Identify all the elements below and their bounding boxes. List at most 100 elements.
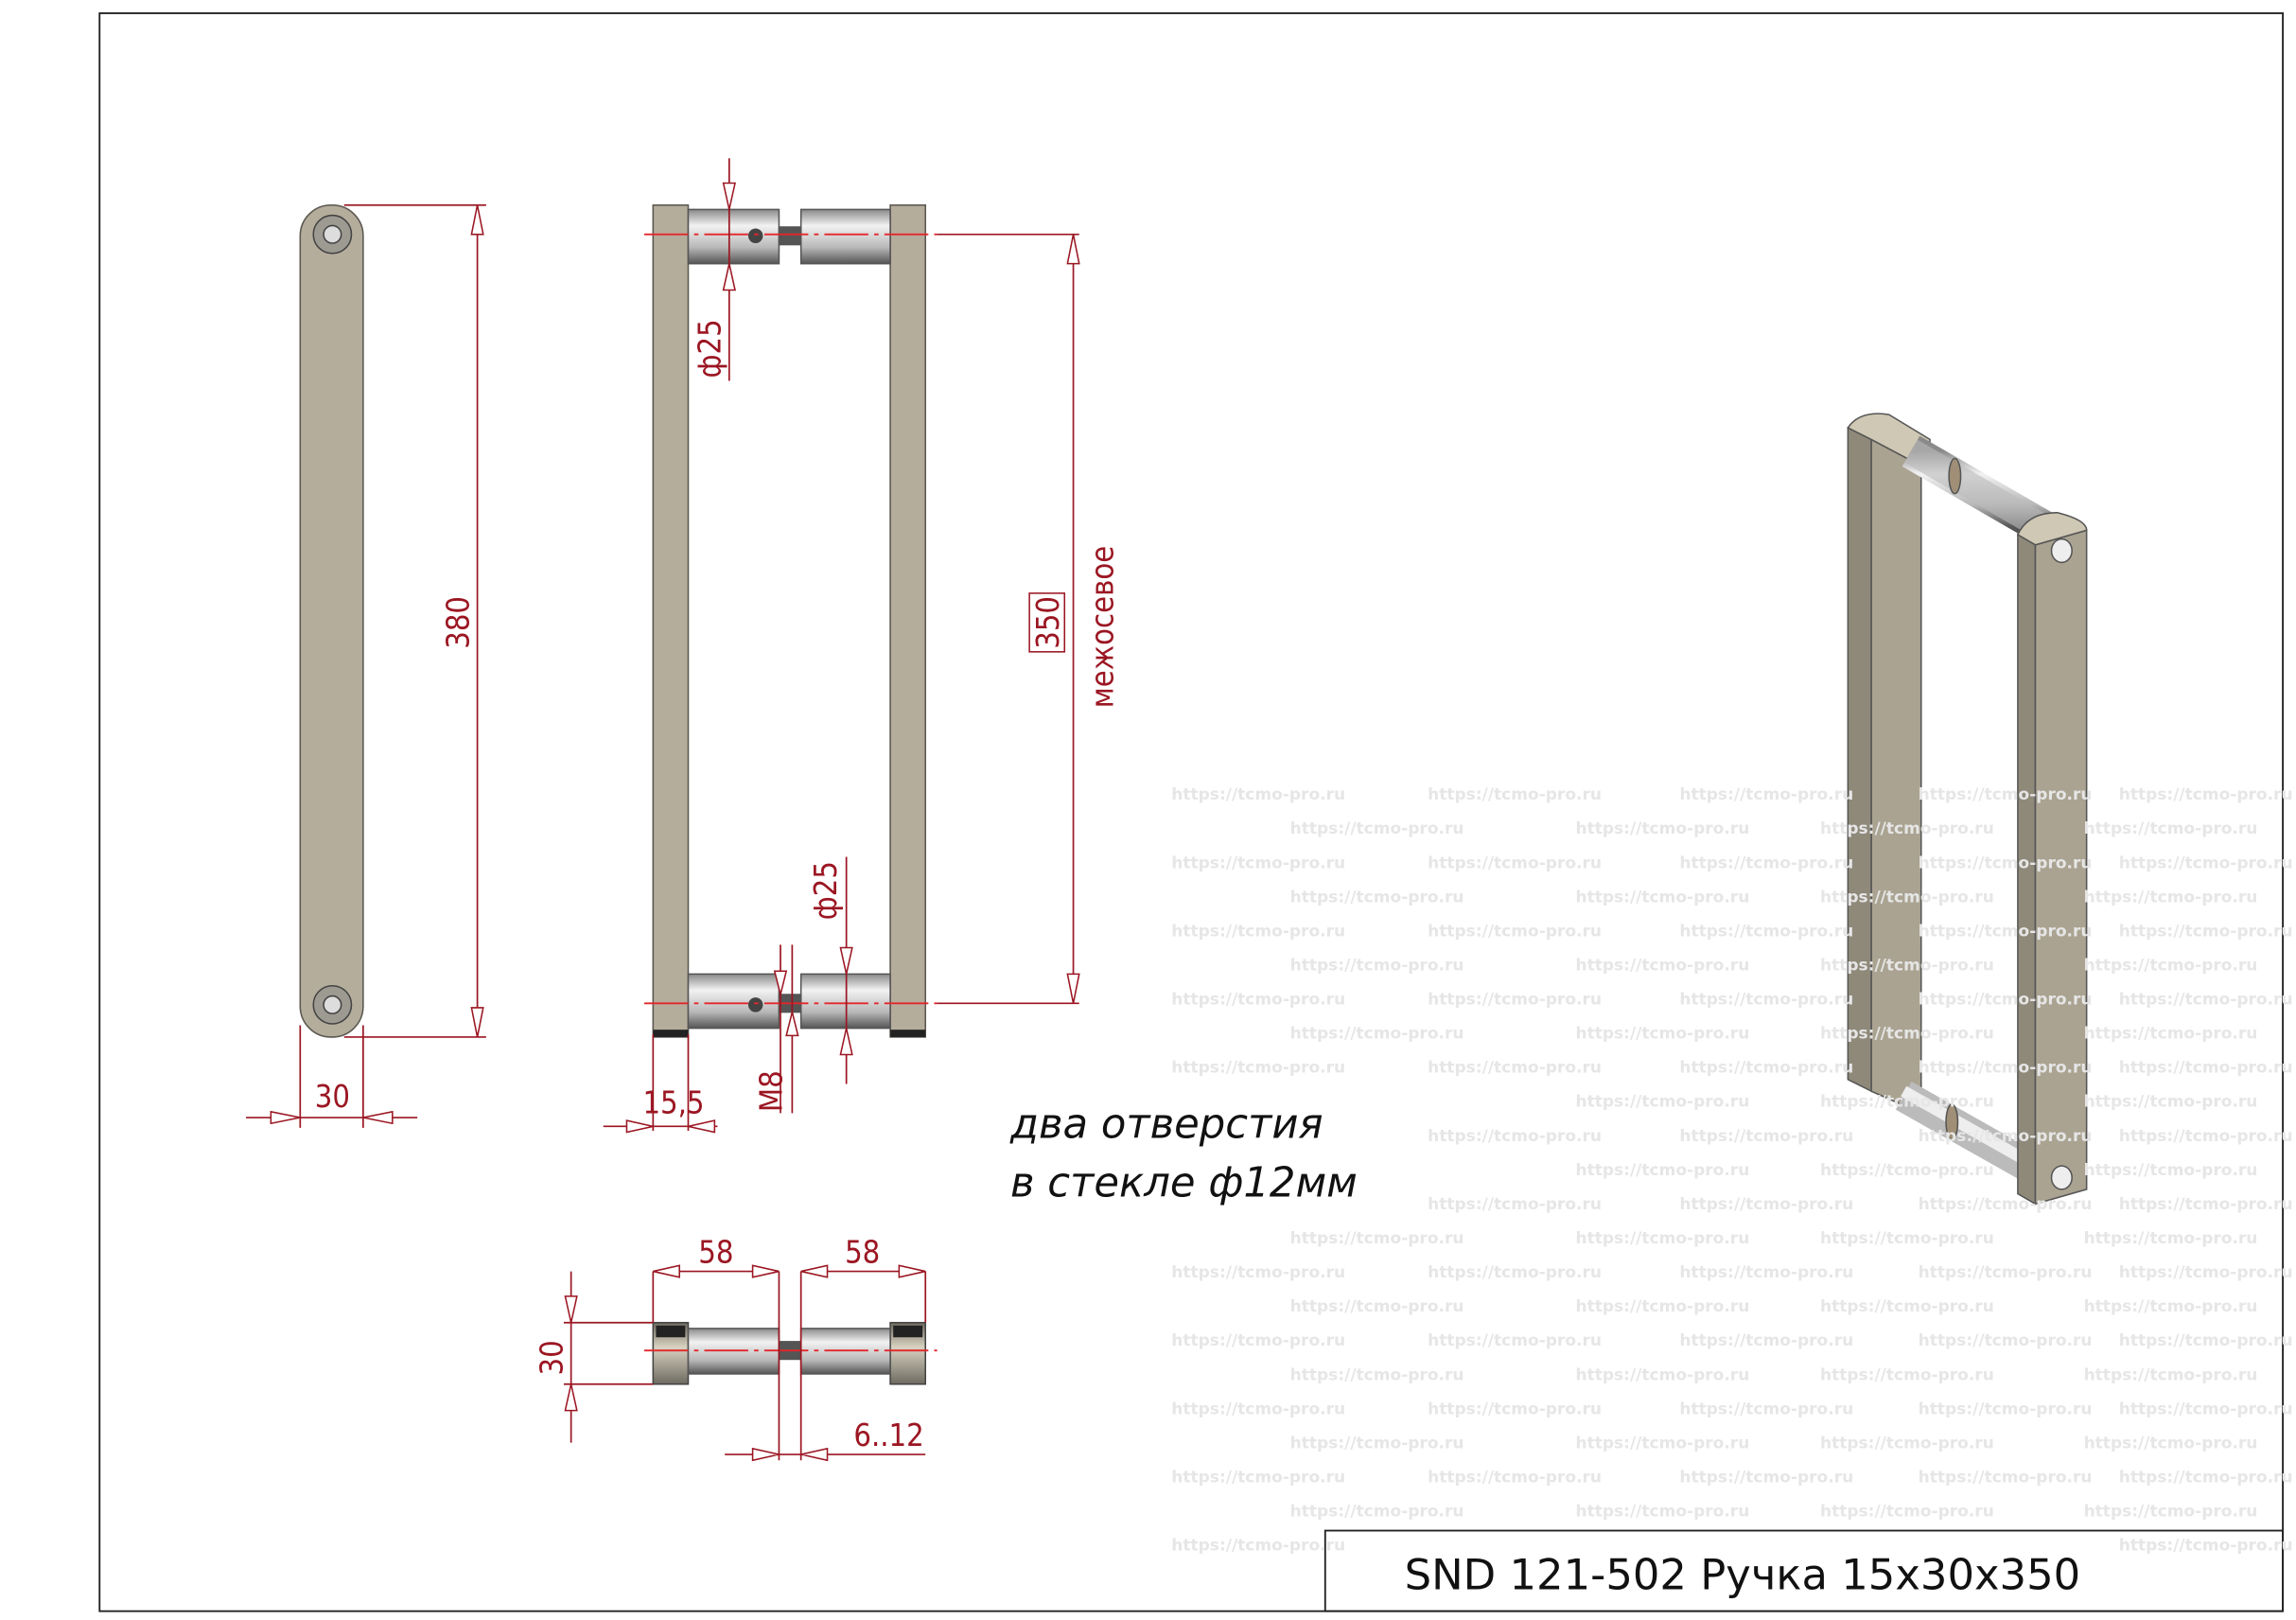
watermark-text: https://tcmo-pro.ru [1575, 1161, 1749, 1180]
dim-center-distance: 350 [1030, 596, 1066, 649]
watermark-text: https://tcmo-pro.ru [2119, 1468, 2293, 1487]
watermark-text: https://tcmo-pro.ru [1290, 1503, 1464, 1522]
watermark-text: https://tcmo-pro.ru [1171, 1537, 1345, 1556]
watermark-text: https://tcmo-pro.ru [2119, 1537, 2293, 1556]
watermark-text: https://tcmo-pro.ru [2084, 1503, 2258, 1522]
watermark-text: https://tcmo-pro.ru [1290, 1365, 1464, 1384]
watermark-text: https://tcmo-pro.ru [1820, 1365, 1994, 1384]
watermark-text: https://tcmo-pro.ru [1919, 1400, 2093, 1418]
watermark-text: https://tcmo-pro.ru [2084, 888, 2258, 907]
watermark-text: https://tcmo-pro.ru [1290, 1434, 1464, 1453]
watermark-text: https://tcmo-pro.ru [1171, 785, 1345, 804]
dim-thread: M8 [754, 1070, 790, 1112]
watermark-text: https://tcmo-pro.ru [1428, 1263, 1602, 1282]
watermark-text: https://tcmo-pro.ru [1290, 1297, 1464, 1316]
title-block: SND 121-502 Ручка 15x30x350 [1323, 1529, 2284, 1612]
watermark-text: https://tcmo-pro.ru [2084, 1161, 2258, 1180]
watermark-text: https://tcmo-pro.ru [1171, 1059, 1345, 1078]
watermark-text: https://tcmo-pro.ru [1575, 1025, 1749, 1044]
watermark-text: https://tcmo-pro.ru [2084, 1365, 2258, 1384]
dim-diameter-bottom: ф25 [808, 861, 844, 920]
watermark-text: https://tcmo-pro.ru [1575, 1365, 1749, 1384]
watermark-text: https://tcmo-pro.ru [1679, 1195, 1853, 1214]
watermark-text: https://tcmo-pro.ru [1679, 1331, 1853, 1350]
watermark-text: https://tcmo-pro.ru [2084, 1229, 2258, 1248]
watermark-layer: https://tcmo-pro.ru https://tcmo-pro.ru ht… [1171, 785, 2292, 1555]
watermark-text: https://tcmo-pro.ru [1428, 1400, 1602, 1418]
watermark-text: https://tcmo-pro.ru [1428, 1059, 1602, 1078]
watermark-text: https://tcmo-pro.ru [1575, 1434, 1749, 1453]
watermark-text: https://tcmo-pro.ru [1171, 1263, 1345, 1282]
watermark-text: https://tcmo-pro.ru [1290, 888, 1464, 907]
watermark-text: https://tcmo-pro.ru [1575, 888, 1749, 907]
watermark-text: https://tcmo-pro.ru [1428, 922, 1602, 941]
watermark-text: https://tcmo-pro.ru [1575, 1229, 1749, 1248]
watermark-text: https://tcmo-pro.ru [1290, 1025, 1464, 1044]
dim-bar-thickness: 15,5 [642, 1084, 704, 1120]
dim-standoff-diameter: 30 [534, 1340, 570, 1375]
watermark-text: https://tcmo-pro.ru [1919, 1127, 2093, 1146]
dim-standoff-right: 58 [845, 1234, 880, 1270]
watermark-text: https://tcmo-pro.ru [2119, 785, 2293, 804]
watermark-text: https://tcmo-pro.ru [1679, 1127, 1853, 1146]
watermark-text: https://tcmo-pro.ru [1820, 888, 1994, 907]
watermark-text: https://tcmo-pro.ru [1919, 1195, 2093, 1214]
sheet-frame [98, 12, 2284, 1612]
watermark-text: https://tcmo-pro.ru [1820, 1297, 1994, 1316]
watermark-text: https://tcmo-pro.ru [1919, 1059, 2093, 1078]
watermark-text: https://tcmo-pro.ru [2119, 922, 2293, 941]
watermark-text: https://tcmo-pro.ru [2084, 1297, 2258, 1316]
watermark-text: https://tcmo-pro.ru [2119, 1059, 2293, 1078]
watermark-text: https://tcmo-pro.ru [1428, 854, 1602, 872]
watermark-text: https://tcmo-pro.ru [1820, 1161, 1994, 1180]
watermark-text: https://tcmo-pro.ru [1171, 854, 1345, 872]
watermark-text: https://tcmo-pro.ru [1575, 819, 1749, 838]
watermark-text: https://tcmo-pro.ru [2119, 1195, 2293, 1214]
bottom-view: 58 58 30 6..12 [534, 1234, 938, 1462]
watermark-text: https://tcmo-pro.ru [1820, 956, 1994, 975]
watermark-text: https://tcmo-pro.ru [1820, 1229, 1994, 1248]
watermark-text: https://tcmo-pro.ru [1428, 1195, 1602, 1214]
watermark-text: https://tcmo-pro.ru [1428, 991, 1602, 1010]
watermark-text: https://tcmo-pro.ru [1290, 819, 1464, 838]
watermark-text: https://tcmo-pro.ru [2084, 819, 2258, 838]
watermark-text: https://tcmo-pro.ru [1290, 956, 1464, 975]
watermark-text: https://tcmo-pro.ru [1679, 1059, 1853, 1078]
watermark-text: https://tcmo-pro.ru [1820, 1025, 1994, 1044]
front-view: 350 межосевое ф25 ф25 M8 15,5 [603, 158, 1120, 1134]
watermark-text: https://tcmo-pro.ru [1171, 991, 1345, 1010]
watermark-text: https://tcmo-pro.ru [1171, 1468, 1345, 1487]
dim-glass-thickness: 6..12 [853, 1418, 923, 1453]
side-view: 380 30 [246, 203, 486, 1128]
watermark-text: https://tcmo-pro.ru [1428, 1127, 1602, 1146]
watermark-text: https://tcmo-pro.ru [1575, 1093, 1749, 1112]
watermark-text: https://tcmo-pro.ru [1679, 1263, 1853, 1282]
watermark-text: https://tcmo-pro.ru [1820, 1503, 1994, 1522]
title-text: SND 121-502 Ручка 15x30x350 [1405, 1549, 2081, 1599]
watermark-text: https://tcmo-pro.ru [2084, 1434, 2258, 1453]
watermark-text: https://tcmo-pro.ru [1820, 1093, 1994, 1112]
watermark-text: https://tcmo-pro.ru [1171, 1331, 1345, 1350]
watermark-text: https://tcmo-pro.ru [1171, 922, 1345, 941]
watermark-text: https://tcmo-pro.ru [1679, 922, 1853, 941]
dim-center-distance-label: межосевое [1084, 546, 1120, 708]
watermark-text: https://tcmo-pro.ru [1820, 1434, 1994, 1453]
watermark-text: https://tcmo-pro.ru [1919, 1263, 2093, 1282]
watermark-text: https://tcmo-pro.ru [1679, 854, 1853, 872]
watermark-text: https://tcmo-pro.ru [2119, 1400, 2293, 1418]
watermark-text: https://tcmo-pro.ru [2084, 1093, 2258, 1112]
watermark-text: https://tcmo-pro.ru [1428, 785, 1602, 804]
watermark-text: https://tcmo-pro.ru [1919, 1331, 2093, 1350]
note-line-1: два отверстия [1009, 1101, 1323, 1149]
watermark-text: https://tcmo-pro.ru [1919, 1468, 2093, 1487]
watermark-text: https://tcmo-pro.ru [1679, 1400, 1853, 1418]
dim-diameter-top: ф25 [692, 319, 728, 378]
isometric-view [1847, 413, 2088, 1206]
watermark-text: https://tcmo-pro.ru [2119, 854, 2293, 872]
watermark-text: https://tcmo-pro.ru [2119, 1263, 2293, 1282]
watermark-text: https://tcmo-pro.ru [2119, 991, 2293, 1010]
watermark-text: https://tcmo-pro.ru [1575, 956, 1749, 975]
watermark-text: https://tcmo-pro.ru [1575, 1297, 1749, 1316]
dim-standoff-left: 58 [698, 1234, 733, 1270]
